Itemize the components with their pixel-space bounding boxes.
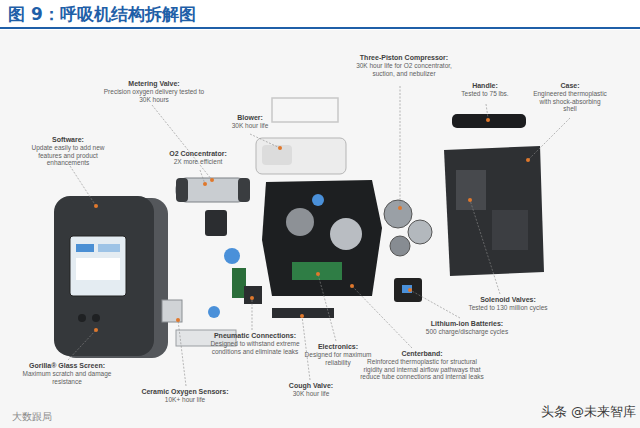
callout-group: Blower:30K hour life	[218, 114, 282, 130]
part-name: Cough Valve:	[272, 382, 350, 390]
callout-group: Software:Update easily to add new featur…	[20, 136, 116, 167]
callout-group: Three-Piston Compressor:30K hour life fo…	[352, 54, 456, 77]
part-name: Pneumatic Connections:	[206, 332, 304, 340]
front-housing	[54, 196, 154, 356]
callout-group: Solenoid Valves:Tested to 130 million cy…	[462, 296, 554, 312]
part-description: 30K hour life for O2 concentrator, sucti…	[352, 62, 456, 77]
figure-title: 图 9：呼吸机结构拆解图	[8, 3, 196, 25]
callout-group: Handle:Tested to 75 lbs.	[452, 82, 518, 98]
sensor	[162, 300, 182, 322]
part-description: Update easily to add new features and pr…	[20, 144, 116, 167]
part-name: Ceramic Oxygen Sensors:	[132, 388, 238, 396]
part-description: Tested to 75 lbs.	[452, 90, 518, 98]
callout-group: Lithium-ion Batteries:500 charge/dischar…	[418, 320, 516, 336]
board	[232, 268, 246, 298]
callout-group: Metering Valve:Precision oxygen delivery…	[100, 80, 208, 103]
handle	[452, 114, 526, 128]
part-name: Solenoid Valves:	[462, 296, 554, 304]
cap	[176, 178, 188, 202]
part-name: Metering Valve:	[100, 80, 208, 88]
cap	[238, 178, 250, 202]
screen-item	[76, 244, 94, 252]
title-rule	[0, 27, 640, 29]
part-description: 30K hour life	[218, 122, 282, 130]
valve	[205, 210, 227, 236]
part-description: Precision oxygen delivery tested to 30K …	[100, 88, 208, 103]
compressor	[408, 220, 432, 244]
blue-part	[208, 306, 220, 318]
callout-dots	[94, 118, 530, 332]
leader-lines	[68, 86, 570, 386]
case	[444, 146, 544, 276]
chassis-part	[330, 218, 362, 250]
callout-group: Case:Engineered thermoplastic with shock…	[532, 82, 608, 113]
part-description: 10K+ hour life	[132, 396, 238, 404]
image-ground	[0, 30, 640, 428]
battery-mark	[402, 285, 412, 293]
bracket	[272, 98, 338, 122]
battery	[394, 278, 422, 302]
chassis-part	[286, 208, 314, 236]
part-name: Blower:	[218, 114, 282, 122]
part-name: Handle:	[452, 82, 518, 90]
watermark: 大数跟局	[12, 410, 52, 424]
part-description: Reinforced thermoplastic for structural …	[358, 358, 486, 381]
blue-part	[312, 194, 324, 206]
centerband	[262, 180, 382, 296]
callout-group: Ceramic Oxygen Sensors:10K+ hour life	[132, 388, 238, 404]
callout-group: O2 Concentrator:2X more efficient	[152, 150, 244, 166]
screen-item	[98, 244, 120, 252]
callout-group: Centerband:Reinforced thermoplastic for …	[358, 350, 486, 381]
part-description: 2X more efficient	[152, 158, 244, 166]
part-description: 30K hour life	[272, 390, 350, 398]
case-part	[492, 210, 528, 250]
part-name: O2 Concentrator:	[152, 150, 244, 158]
callout-group: Pneumatic Connections:Designed to withst…	[206, 332, 304, 355]
part-name: Software:	[20, 136, 116, 144]
part-name: Centerband:	[358, 350, 486, 358]
callout-group: Cough Valve:30K hour life	[272, 382, 350, 398]
screen	[70, 236, 126, 296]
part-name: Lithium-ion Batteries:	[418, 320, 516, 328]
watermark: 头条 @未来智库	[541, 403, 636, 421]
part-description: 500 charge/discharge cycles	[418, 328, 516, 336]
blower-part	[262, 145, 292, 165]
part-name: Three-Piston Compressor:	[352, 54, 456, 62]
screen-item	[76, 258, 120, 280]
cough-valve	[272, 308, 334, 318]
compressor	[384, 200, 412, 228]
part-name: Gorilla® Glass Screen:	[18, 362, 116, 370]
part-name: Electronics:	[292, 343, 384, 351]
part-description: Engineered thermoplastic with shock-abso…	[532, 90, 608, 113]
part-name: Case:	[532, 82, 608, 90]
blue-part	[224, 248, 240, 264]
part-description: Maximum scratch and damage resistance	[18, 370, 116, 385]
part-description: Designed for maximum reliability	[292, 351, 384, 366]
button	[78, 314, 86, 322]
electronics	[292, 262, 342, 280]
callout-group: Electronics:Designed for maximum reliabi…	[292, 343, 384, 366]
callout-group: Gorilla® Glass Screen:Maximum scratch an…	[18, 362, 116, 385]
compressor	[390, 236, 410, 256]
part-description: Designed to withstand extreme conditions…	[206, 340, 304, 355]
connector	[244, 286, 262, 304]
part-description: Tested to 130 million cycles	[462, 304, 554, 312]
o2-concentrator	[176, 178, 248, 202]
button	[92, 314, 100, 322]
